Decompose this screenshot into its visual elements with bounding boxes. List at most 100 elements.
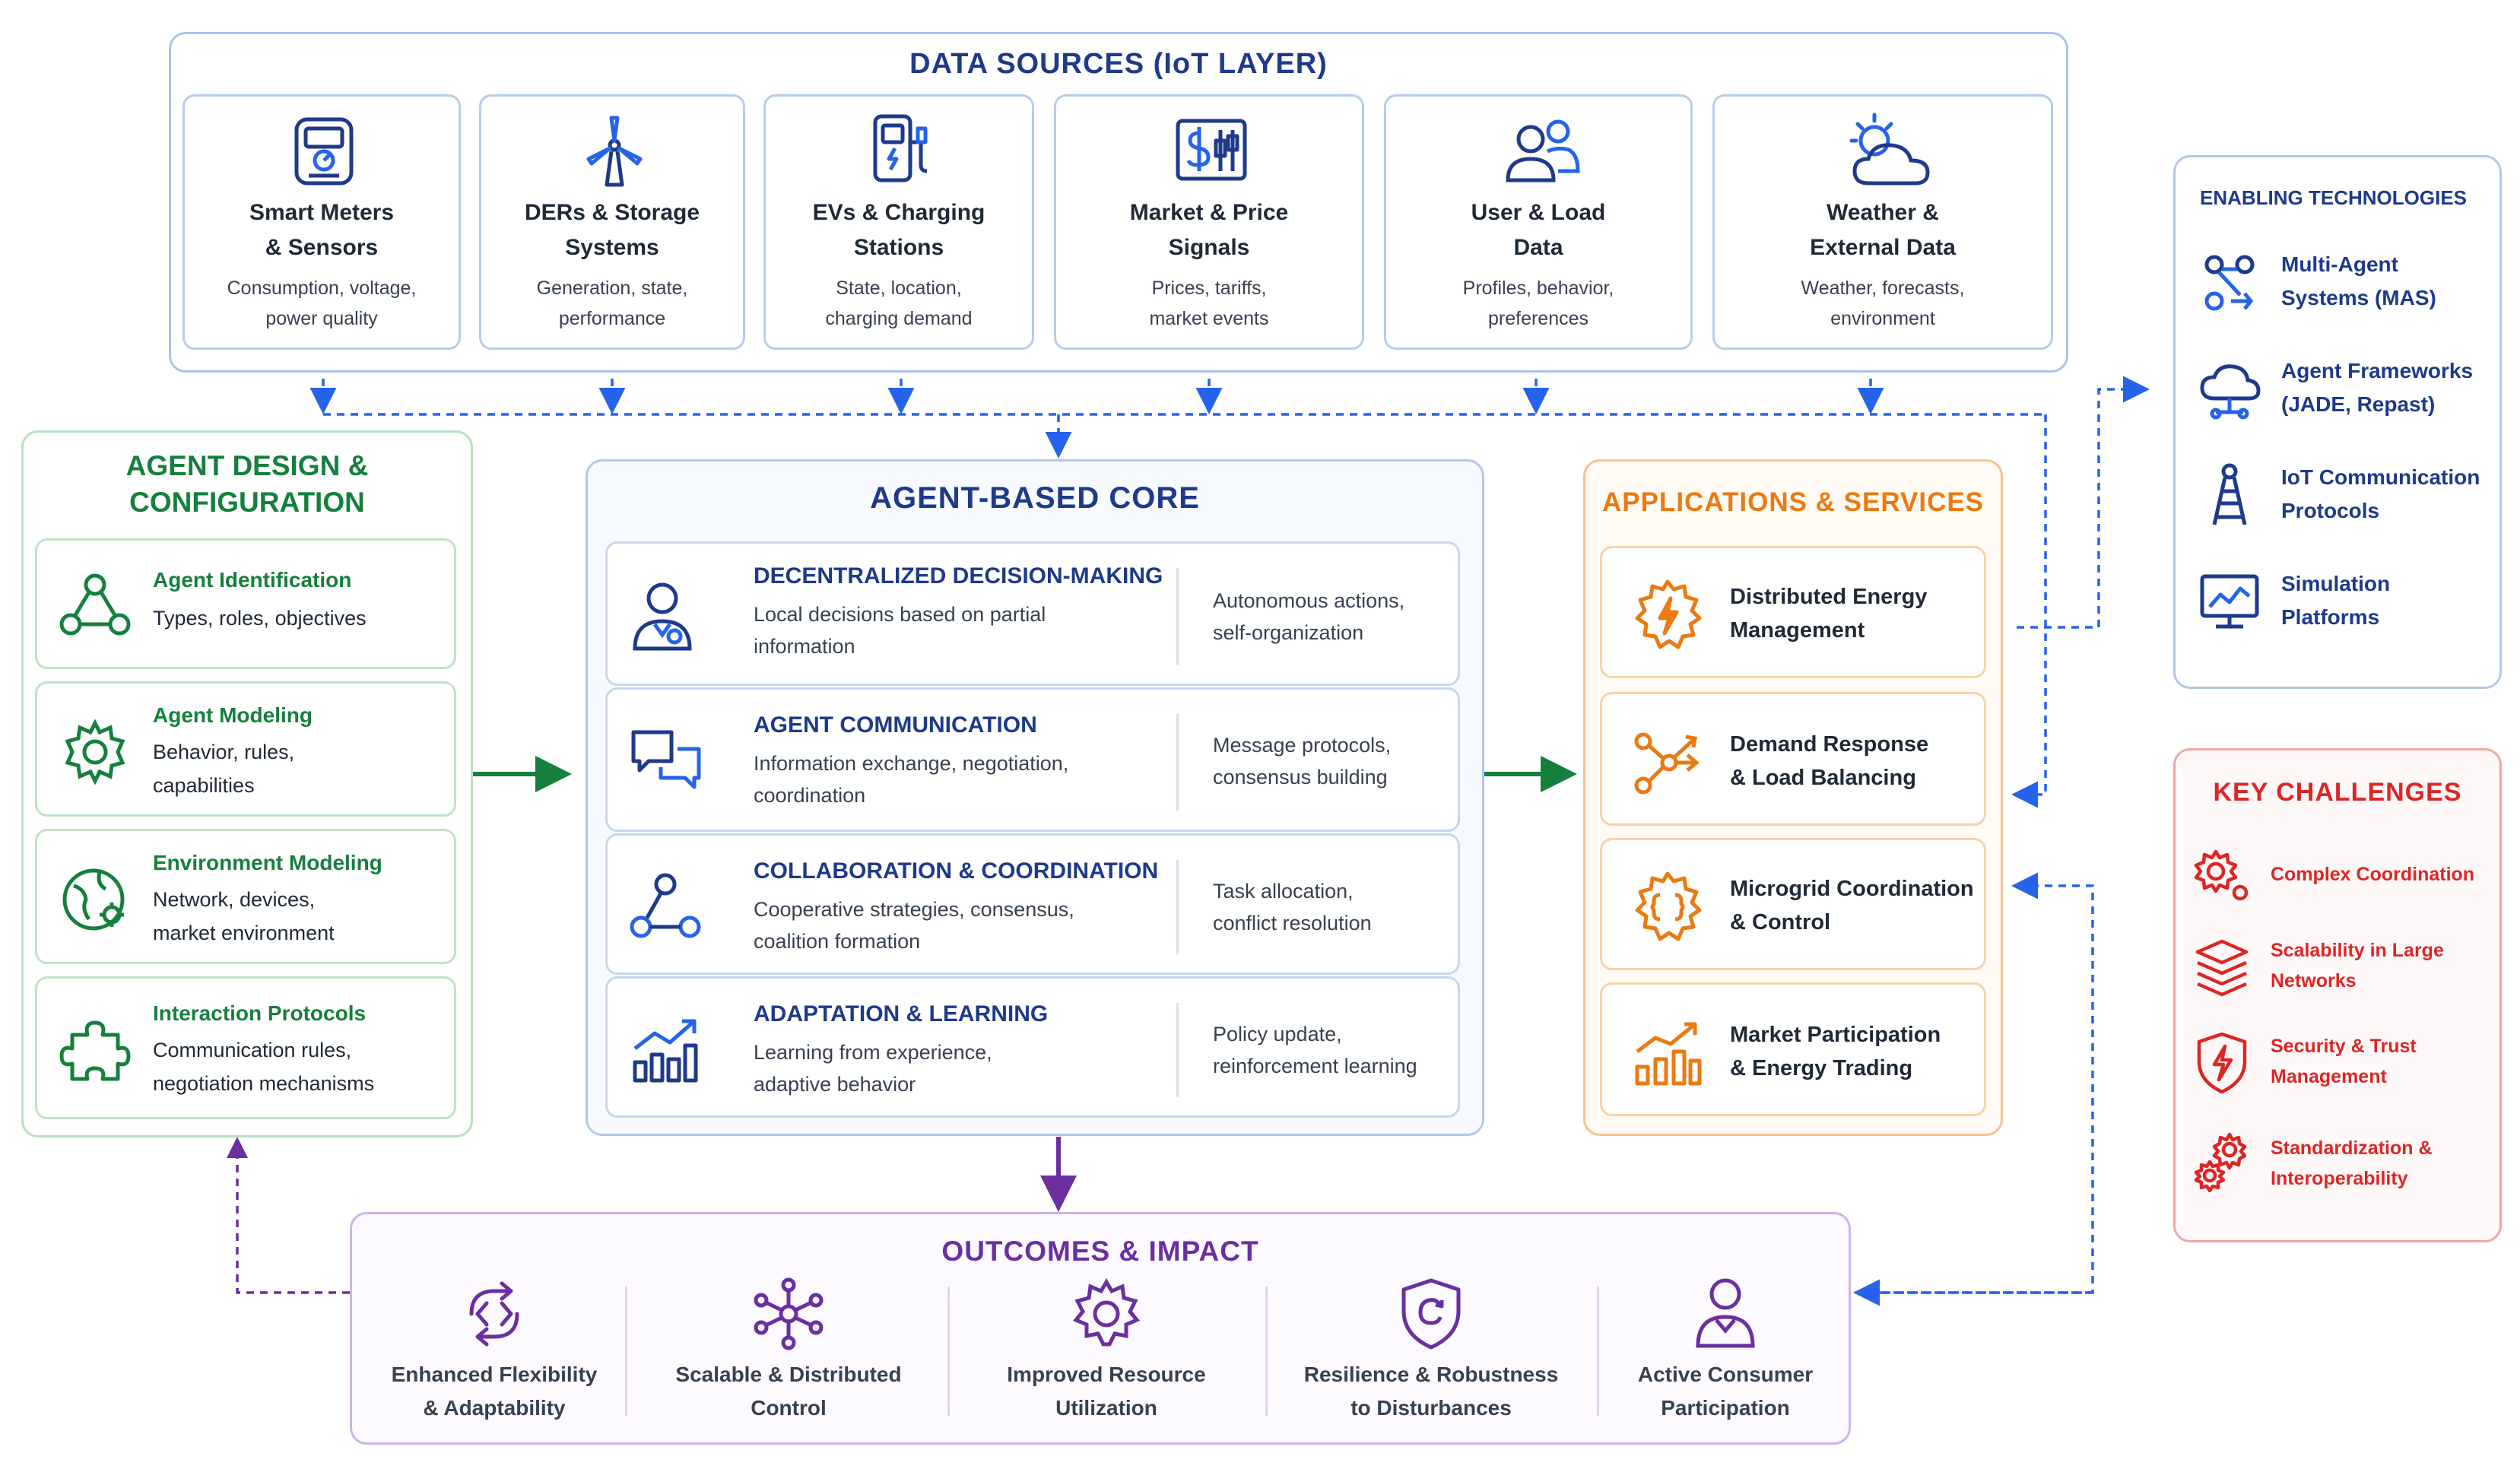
outcome-divider [947, 1287, 950, 1416]
agent-design-card-environment[interactable]: Environment Modeling Network, devices, m… [35, 829, 456, 964]
source-card-market[interactable]: Market & Price Signals Prices, tariffs, … [1054, 94, 1364, 350]
multi-agent-icon [2204, 255, 2255, 311]
outcomes-title: OUTCOMES & IMPACT [941, 1236, 1259, 1267]
app-card-distributed-energy[interactable]: Distributed Energy Management [1600, 546, 1986, 678]
source-desc: State, location, charging demand [825, 278, 973, 329]
source-title: Market & Price Signals [1129, 200, 1289, 260]
source-card-ders[interactable]: DERs & Storage Systems Generation, state… [479, 94, 745, 350]
weather-icon [1849, 113, 1930, 186]
source-card-weather[interactable]: Weather & External Data Weather, forecas… [1712, 94, 2053, 350]
source-desc: Generation, state, performance [536, 278, 688, 329]
core-card-decision[interactable]: DECENTRALIZED DECISION-MAKING Local deci… [605, 541, 1460, 686]
challenge-item-security[interactable]: Security & Trust Management [2193, 1030, 2497, 1098]
outcome-label: Scalable & Distributed Control [675, 1363, 902, 1420]
outcome-label: Improved Resource Utilization [1007, 1363, 1206, 1420]
source-card-user-load[interactable]: User & Load Data Profiles, behavior, pre… [1384, 94, 1693, 350]
core-item-desc: Information exchange, negotiation, coord… [754, 752, 1069, 807]
challenge-item-standardization[interactable]: Standardization & Interoperability [2193, 1128, 2497, 1197]
core-card-adaptation[interactable]: ADAPTATION & LEARNING Learning from expe… [605, 976, 1460, 1118]
challenge-item-coordination[interactable]: Complex Coordination [2193, 844, 2497, 905]
core-item-title: ADAPTATION & LEARNING [754, 1001, 1049, 1026]
enabling-item-mas[interactable]: Multi-Agent Systems (MAS) [2198, 243, 2494, 319]
outcome-label: Resilience & Robustness to Disturbances [1303, 1363, 1559, 1420]
agent-design-title: AGENT DESIGN & CONFIGURATION [125, 450, 369, 518]
source-card-smart-meters[interactable]: Smart Meters & Sensors Consumption, volt… [182, 94, 461, 350]
gears-icon [2194, 1132, 2247, 1192]
core-item-title: COLLABORATION & COORDINATION [754, 858, 1159, 884]
apps-title: APPLICATIONS & SERVICES [1601, 487, 1985, 517]
core-item-detail: Message protocols, consensus building [1213, 734, 1392, 788]
shield-bolt-icon [2197, 1032, 2247, 1094]
growth-chart-icon [633, 1019, 698, 1083]
enabling-label: Multi-Agent Systems (MAS) [2281, 252, 2436, 309]
enabling-item-iot[interactable]: IoT Communication Protocols [2198, 455, 2494, 531]
core-item-detail: Task allocation, conflict resolution [1213, 880, 1372, 934]
flex-arrows-icon [469, 1281, 519, 1347]
network-nodes-icon [59, 573, 131, 636]
smart-meter-icon [294, 117, 354, 186]
outcome-item-resource[interactable]: Improved Resource Utilization [967, 1268, 1246, 1436]
core-divider [1176, 860, 1179, 954]
layers-icon [2195, 939, 2249, 997]
outcome-label: Enhanced Flexibility & Adaptability [391, 1363, 598, 1420]
complex-gear-icon [2194, 849, 2249, 901]
enabling-label: IoT Communication Protocols [2281, 465, 2480, 522]
agent-design-card-modeling[interactable]: Agent Modeling Behavior, rules, capabili… [35, 681, 456, 817]
challenge-item-scalability[interactable]: Scalability in Large Networks [2193, 934, 2497, 1002]
app-label: Market Participation & Energy Trading [1730, 1023, 1941, 1080]
core-item-desc: Local decisions based on partial informa… [754, 603, 1046, 658]
outcome-item-consumer[interactable]: Active Consumer Participation [1604, 1268, 1846, 1436]
enabling-title: ENABLING TECHNOLOGIES [2200, 186, 2468, 209]
app-label: Distributed Energy Management [1730, 585, 1928, 642]
source-desc: Profiles, behavior, preferences [1462, 278, 1614, 329]
users-icon [1506, 119, 1580, 182]
app-label: Microgrid Coordination & Control [1730, 877, 1974, 934]
core-card-collaboration[interactable]: COLLABORATION & COORDINATION Cooperative… [605, 833, 1460, 975]
price-signal-icon [1176, 119, 1247, 181]
gear-icon [1072, 1278, 1141, 1347]
source-title: EVs & Charging Stations [812, 200, 985, 260]
source-title: DERs & Storage Systems [524, 200, 700, 260]
agent-design-item-title: Agent Identification [153, 568, 352, 592]
agent-core-title: AGENT-BASED CORE [870, 481, 1200, 515]
app-card-market-trading[interactable]: Market Participation & Energy Trading [1600, 982, 1986, 1116]
challenge-label: Complex Coordination [2271, 864, 2475, 885]
data-sources-title: DATA SOURCES (IoT LAYER) [909, 48, 1328, 80]
outcome-item-scalable[interactable]: Scalable & Distributed Control [655, 1268, 922, 1436]
challenges-panel: KEY CHALLENGES [2173, 748, 2502, 1242]
core-divider [1176, 568, 1179, 665]
enabling-label: Simulation Platforms [2281, 572, 2391, 629]
monitor-chart-icon [2200, 574, 2259, 629]
puzzle-icon [59, 1020, 131, 1081]
agent-design-item-title: Environment Modeling [153, 851, 382, 874]
source-title: User & Load Data [1471, 200, 1606, 260]
agent-design-card-identification[interactable]: Agent Identification Types, roles, objec… [35, 538, 456, 669]
energy-gear-icon [1635, 579, 1702, 649]
enabling-item-frameworks[interactable]: Agent Frameworks (JADE, Repast) [2198, 348, 2494, 424]
outcome-item-flexibility[interactable]: Enhanced Flexibility & Adaptability [365, 1268, 624, 1436]
source-desc: Weather, forecasts, environment [1801, 278, 1965, 329]
branching-nodes-icon [1634, 732, 1700, 795]
core-item-title: DECENTRALIZED DECISION-MAKING [754, 563, 1163, 589]
shield-icon [1401, 1278, 1461, 1350]
outcome-item-resilience[interactable]: Resilience & Robustness to Disturbances [1285, 1268, 1577, 1436]
agent-design-item-desc: Behavior, rules, capabilities [153, 741, 295, 797]
core-card-communication[interactable]: AGENT COMMUNICATION Information exchange… [605, 687, 1460, 832]
agent-design-item-title: Interaction Protocols [153, 1001, 367, 1025]
source-card-evs[interactable]: EVs & Charging Stations State, location,… [763, 94, 1034, 350]
agent-design-item-desc: Types, roles, objectives [153, 607, 367, 630]
hub-network-icon [754, 1277, 824, 1350]
gear-icon [65, 719, 125, 785]
enabling-item-simulation[interactable]: Simulation Platforms [2198, 563, 2494, 639]
challenges-title: KEY CHALLENGES [2213, 778, 2462, 807]
agent-design-card-protocols[interactable]: Interaction Protocols Communication rule… [35, 976, 456, 1119]
antenna-tower-icon [2212, 463, 2247, 525]
core-item-detail: Autonomous actions, self-organization [1213, 589, 1405, 644]
app-card-demand-response[interactable]: Demand Response & Load Balancing [1600, 692, 1986, 826]
challenge-label: Standardization & Interoperability [2271, 1137, 2433, 1189]
app-card-microgrid[interactable]: Microgrid Coordination & Control [1600, 838, 1986, 970]
enabling-label: Agent Frameworks (JADE, Repast) [2281, 359, 2474, 416]
microgrid-gear-icon [1635, 871, 1702, 941]
source-desc: Prices, tariffs, market events [1149, 278, 1269, 329]
